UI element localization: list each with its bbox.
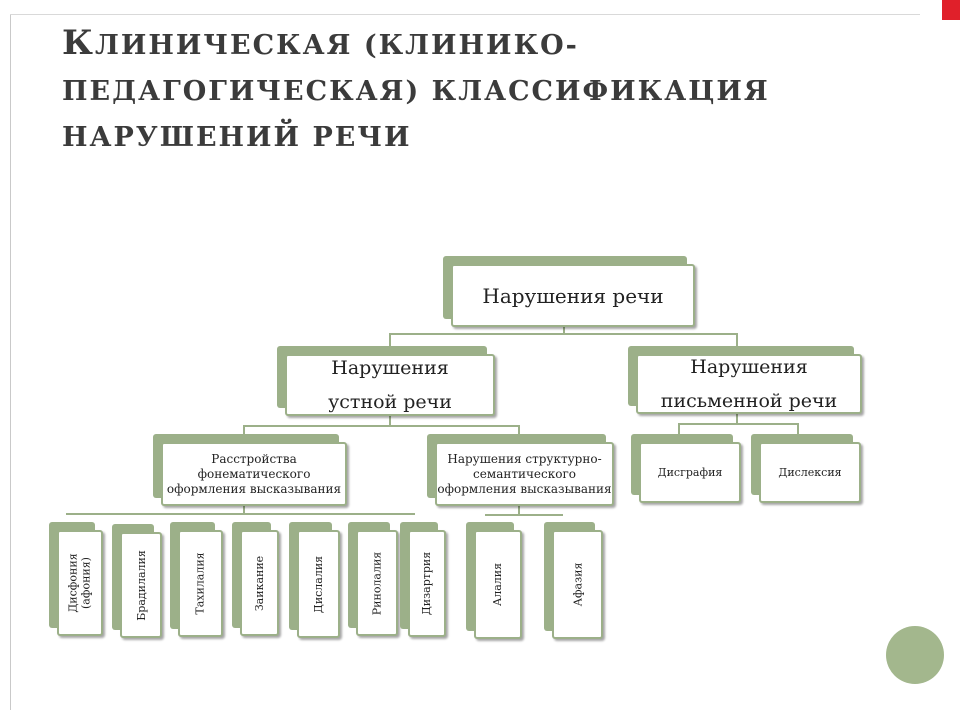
- node-face: Дисфония(афония): [57, 530, 103, 636]
- node-dyslexia: Дислексия: [751, 434, 861, 503]
- node-label-line: Расстройства: [211, 451, 297, 466]
- connector-root-stem: [563, 324, 565, 334]
- node-face: Расстройства фонематического оформления …: [161, 442, 347, 506]
- leaf-label: Ринолалия: [370, 551, 384, 615]
- node-written-speech: Нарушения письменной речи: [628, 346, 862, 414]
- leaf-label: Тахилалия: [194, 552, 207, 615]
- connector-written-drop: [736, 333, 738, 347]
- node-face: Дизартрия: [408, 530, 446, 637]
- connector-struct-drop: [518, 425, 520, 435]
- node-label-line: оформления высказывания: [166, 481, 342, 496]
- connector-struct-stem: [518, 505, 520, 515]
- node-face: Афазия: [552, 530, 603, 639]
- node-label-line: Нарушения: [690, 356, 808, 378]
- node-label-line: письменной речи: [660, 390, 838, 412]
- slide-frame-left: [10, 14, 11, 710]
- node-structural: Нарушения структурно- семантического офо…: [427, 434, 614, 506]
- node-face: Дислексия: [759, 442, 861, 503]
- connector-struct-bar: [485, 514, 563, 516]
- connector-level1-bar: [389, 333, 737, 335]
- connector-written-stem: [736, 412, 738, 424]
- slide-title: Клиническая (клинико- педагогическая) кл…: [62, 20, 922, 161]
- leaf-label: Дислалия: [312, 555, 325, 613]
- leaf-dysarthria: Дизартрия: [400, 522, 446, 637]
- node-face: Дисграфия: [639, 442, 741, 503]
- connector-phon-bar: [66, 513, 415, 515]
- leaf-label: Дизартрия: [420, 551, 434, 616]
- node-face: Заикание: [240, 530, 279, 636]
- node-face: Брадилалия: [120, 532, 162, 638]
- node-oral-speech: Нарушения устной речи: [277, 346, 495, 416]
- leaf-bradylalia: Брадилалия: [112, 524, 162, 638]
- node-face: Нарушения устной речи: [285, 354, 495, 416]
- leaf-label: Заикание: [253, 555, 267, 611]
- leaf-rhinolalia: Ринолалия: [348, 522, 398, 636]
- connector-oral-stem: [389, 414, 391, 426]
- node-label-line: семантического: [473, 466, 576, 481]
- title-line-3: нарушений речи: [62, 122, 412, 153]
- title-line-2: педагогическая) классификация: [62, 76, 770, 107]
- node-face: Алалия: [474, 530, 522, 639]
- leaf-dysphonia: Дисфония(афония): [49, 522, 103, 636]
- node-label: Дислексия: [778, 465, 842, 479]
- connector-dysgraphia-drop: [678, 423, 680, 434]
- node-label-line: Нарушения: [331, 357, 449, 379]
- leaf-tachylalia: Тахилалия: [170, 522, 223, 637]
- node-label-line: оформления высказывания: [437, 481, 612, 496]
- connector-phon-stem: [243, 504, 245, 514]
- connector-phon-drop: [243, 425, 245, 435]
- node-label-line: Нарушения структурно-: [447, 451, 602, 466]
- connector-written-bar: [678, 423, 799, 425]
- node-label-line: фонематического: [197, 466, 311, 481]
- title-line-1: Клиническая (клинико-: [62, 23, 579, 63]
- node-face: Ринолалия: [356, 530, 398, 636]
- node-face: Нарушения письменной речи: [636, 354, 862, 414]
- decorative-circle: [886, 626, 944, 684]
- connector-oral-drop: [389, 333, 391, 347]
- node-dysgraphia: Дисграфия: [631, 434, 741, 503]
- leaf-stuttering: Заикание: [232, 522, 279, 636]
- node-label: Нарушения речи: [482, 283, 664, 308]
- leaf-label: Брадилалия: [134, 549, 148, 621]
- node-face: Нарушения речи: [451, 264, 695, 327]
- node-face: Нарушения структурно- семантического офо…: [435, 442, 614, 506]
- node-phonematic: Расстройства фонематического оформления …: [153, 434, 347, 506]
- node-face: Тахилалия: [178, 530, 223, 637]
- node-label-line: устной речи: [328, 391, 452, 413]
- node-label: Дисграфия: [657, 465, 723, 479]
- leaf-aphasia: Афазия: [544, 522, 603, 639]
- leaf-label: Алалия: [491, 562, 505, 607]
- leaf-label: Афазия: [571, 562, 584, 607]
- connector-dyslexia-drop: [797, 423, 799, 434]
- leaf-label: Дисфония(афония): [67, 553, 93, 613]
- leaf-dyslalia: Дислалия: [289, 522, 340, 638]
- node-face: Дислалия: [297, 530, 340, 638]
- corner-accent: [942, 0, 960, 20]
- node-speech-disorders: Нарушения речи: [443, 256, 695, 327]
- slide-frame-top: [10, 14, 920, 15]
- connector-level2-bar: [243, 425, 519, 427]
- leaf-alalia: Алалия: [466, 522, 522, 639]
